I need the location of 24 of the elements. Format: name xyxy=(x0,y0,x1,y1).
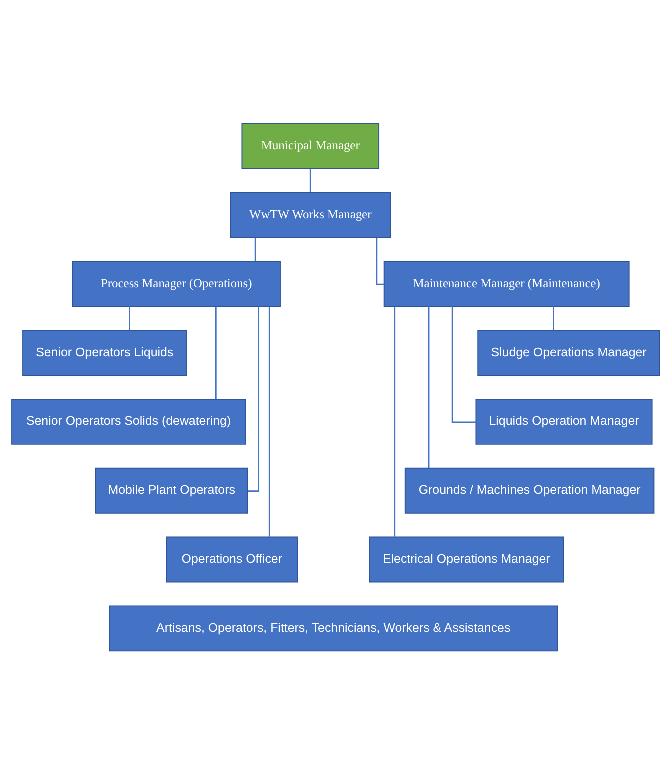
connector xyxy=(428,306,430,468)
connector xyxy=(452,306,476,424)
node-box: WwTW Works Manager xyxy=(230,192,392,238)
node-box: Grounds / Machines Operation Manager xyxy=(404,468,655,514)
node-box: Liquids Operation Manager xyxy=(476,398,653,445)
connector xyxy=(394,306,396,537)
connector xyxy=(268,306,270,537)
node-box: Sludge Operations Manager xyxy=(478,330,660,376)
connector xyxy=(254,238,256,262)
connector xyxy=(553,306,554,330)
node-box: Municipal Manager xyxy=(242,123,380,170)
connector xyxy=(376,238,384,286)
connector xyxy=(129,306,130,330)
connector xyxy=(215,306,217,400)
node-box: Senior Operators Solids (dewatering) xyxy=(12,398,246,445)
connector xyxy=(248,306,260,492)
node-box: Operations Officer xyxy=(166,536,298,583)
node-box: Electrical Operations Manager xyxy=(369,536,564,583)
node-box: Mobile Plant Operators xyxy=(95,468,248,514)
node-box: Process Manager (Operations) xyxy=(72,261,281,308)
connector xyxy=(310,168,312,192)
node-box: Maintenance Manager (Maintenance) xyxy=(384,261,630,308)
node-box: Senior Operators Liquids xyxy=(22,330,188,376)
node-box: Artisans, Operators, Fitters, Technicians, Workers & Assistances xyxy=(109,606,558,652)
